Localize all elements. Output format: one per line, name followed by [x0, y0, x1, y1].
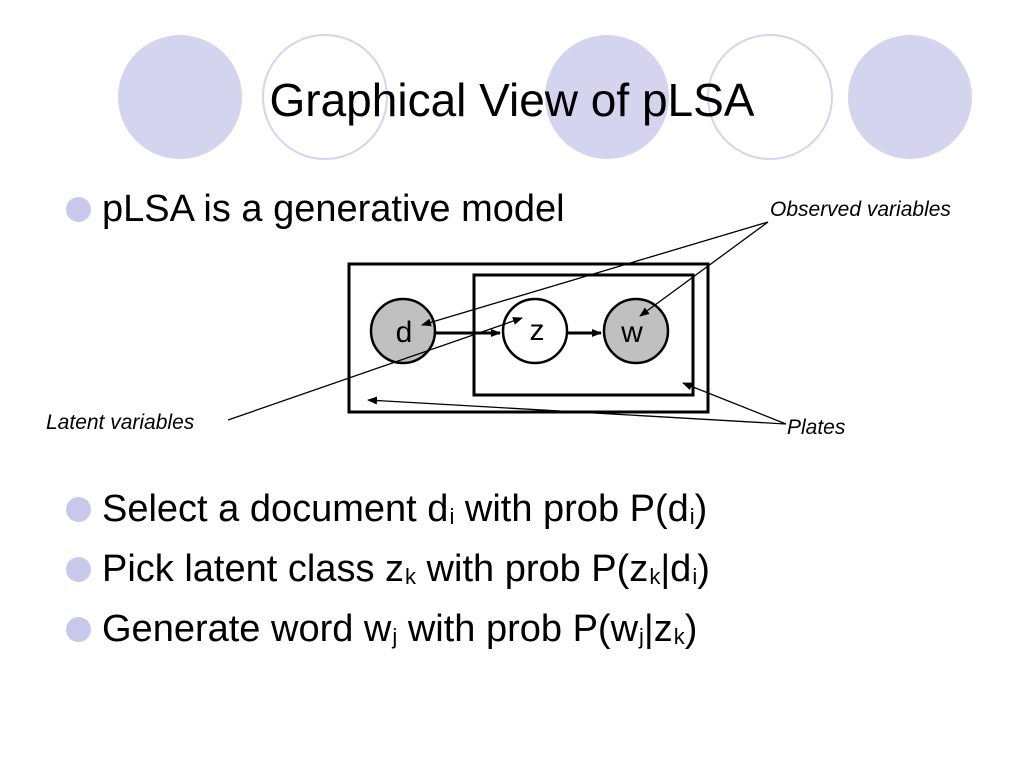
slide-title: Graphical View of pLSA — [269, 74, 755, 126]
node-d — [369, 297, 437, 365]
pointer-plates-outer — [367, 396, 787, 425]
node-z — [501, 297, 569, 365]
pointer-observed-w — [639, 221, 769, 317]
bullet-dot-icon — [66, 197, 91, 222]
decor-circle — [545, 35, 669, 159]
bullet-dot-icon — [66, 617, 91, 642]
decor-circle — [707, 34, 833, 160]
bullet-text: Generate word wj with prob P(wj|zk) — [102, 608, 698, 650]
pointer-plates-inner — [682, 382, 787, 425]
bullet-dot-icon — [66, 557, 91, 582]
decor-circle — [262, 34, 388, 160]
node-w-label: w — [620, 316, 643, 349]
bullet-text: pLSA is a generative model — [102, 188, 565, 230]
decor-circle — [848, 35, 972, 159]
node-d-label: d — [396, 316, 413, 349]
bullet-dot-icon — [66, 497, 91, 522]
pointer-latent-z — [227, 317, 523, 421]
outer-plate — [347, 262, 710, 414]
pointer-observed-d — [421, 221, 769, 327]
bullet-text: Select a document di with prob P(di) — [102, 488, 708, 530]
latent-variables-label: Latent variables — [46, 411, 195, 434]
decor-circle — [118, 35, 242, 159]
header-decoration — [118, 34, 972, 160]
plates-label: Plates — [787, 416, 846, 439]
observed-variables-label: Observed variables — [770, 198, 951, 221]
node-z-label: z — [530, 314, 545, 347]
bullet-text: Pick latent class zk with prob P(zk|di) — [102, 548, 710, 590]
node-w — [602, 297, 670, 365]
